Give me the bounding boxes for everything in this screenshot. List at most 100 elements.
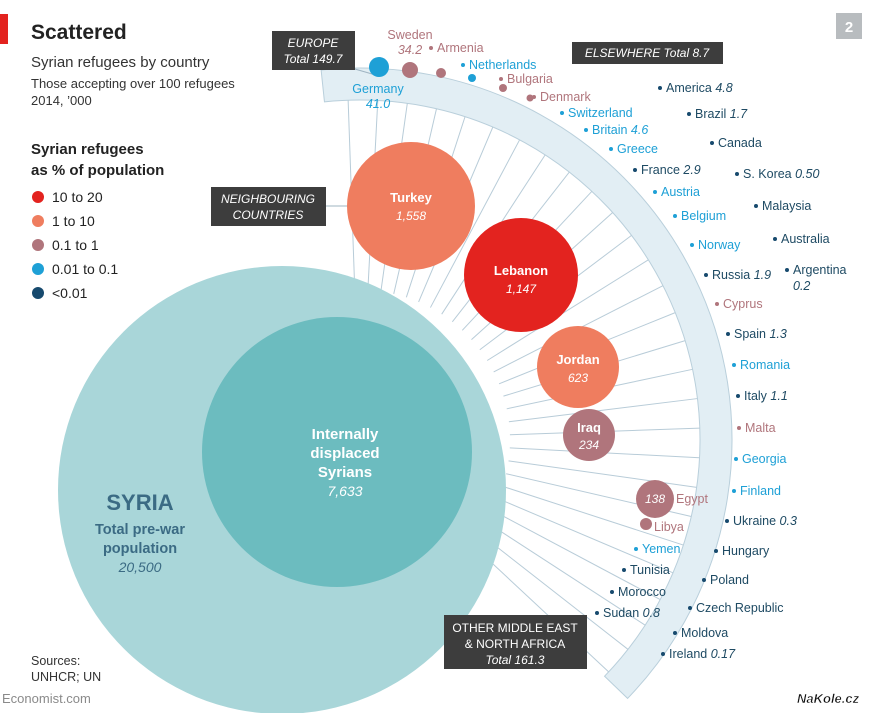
country-label-cyprus: Cyprus [723, 297, 763, 311]
legend-label: <0.01 [52, 285, 88, 301]
country-label-sudan: Sudan 0.8 [603, 606, 660, 620]
page-badge [836, 13, 862, 39]
country-dot [726, 332, 730, 336]
country-label-belgium: Belgium [681, 209, 726, 223]
country-label-netherlands: Netherlands [469, 58, 536, 72]
chart-subtitle: Syrian refugees by country [31, 54, 210, 71]
country-dot [715, 302, 719, 306]
iraq-value: 234 [578, 438, 599, 452]
country-label-egypt: Egypt [676, 492, 708, 506]
country-label-morocco: Morocco [618, 585, 666, 599]
country-labels: GermanySwedenArmeniaNetherlandsBulgariaD… [352, 28, 846, 661]
country-label-armenia: Armenia [437, 41, 484, 55]
country-label-austria: Austria [661, 185, 700, 199]
country-label-canada: Canada [718, 136, 762, 150]
country-dot [732, 489, 736, 493]
sources-line1: Sources: [31, 654, 80, 668]
legend-label: 10 to 20 [52, 189, 103, 205]
neighbouring-line1: NEIGHBOURING [221, 192, 315, 206]
country-label-spain: Spain 1.3 [734, 327, 787, 341]
mena-box [444, 615, 587, 669]
country-dot [702, 578, 706, 582]
mena-line2: & NORTH AFRICA [465, 637, 565, 651]
jordan-name: Jordan [556, 352, 599, 367]
chart-subtitle-3: 2014, ’000 [31, 93, 92, 108]
bubble-lebanon [464, 218, 578, 332]
egypt-value: 138 [645, 492, 665, 506]
country-label-s-korea: S. Korea 0.50 [743, 167, 819, 181]
legend-title-2: as % of population [31, 162, 164, 179]
country-label-britain: Britain 4.6 [592, 123, 648, 137]
country-dot [673, 631, 677, 635]
country-dot [609, 147, 613, 151]
country-dot [785, 268, 789, 272]
legend-swatch [32, 191, 44, 203]
country-label-czech-republic: Czech Republic [696, 601, 784, 615]
legend-swatch [32, 263, 44, 275]
country-label-russia: Russia 1.9 [712, 268, 771, 282]
country-dot [658, 86, 662, 90]
country-label-malaysia: Malaysia [762, 199, 811, 213]
country-label-argentina: Argentina [793, 263, 847, 277]
country-label-hungary: Hungary [722, 544, 770, 558]
country-dot [429, 46, 433, 50]
chart-title: Scattered [31, 21, 127, 44]
idp-line1: Internally [312, 426, 379, 443]
country-dot [734, 457, 738, 461]
fan-ray [485, 521, 646, 626]
country-dot [736, 394, 740, 398]
iraq-name: Iraq [577, 420, 601, 435]
country-label-finland: Finland [740, 484, 781, 498]
country-label-france: France 2.9 [641, 163, 701, 177]
turkey-value: 1,558 [396, 209, 426, 223]
bubble-netherlands [468, 74, 476, 82]
country-label-ukraine: Ukraine 0.3 [733, 514, 797, 528]
country-label-denmark: Denmark [540, 90, 591, 104]
country-label-poland: Poland [710, 573, 749, 587]
country-dot [754, 204, 758, 208]
country-dot [725, 519, 729, 523]
chart-subtitle-2: Those accepting over 100 refugees [31, 76, 235, 91]
country-dot [673, 214, 677, 218]
mena-total: Total 161.3 [486, 653, 545, 667]
country-dot [461, 63, 465, 67]
lebanon-value: 1,147 [506, 282, 537, 296]
fan-ray [497, 498, 674, 574]
bubble-armenia [436, 68, 446, 78]
country-dot [499, 77, 503, 81]
legend-label: 1 to 10 [52, 213, 95, 229]
country-label-italy: Italy 1.1 [744, 389, 788, 403]
syria-pop-line1: Total pre-war [95, 522, 185, 538]
fan-ray [429, 139, 521, 308]
header-accent-bar [0, 14, 8, 44]
bubble-denmark [526, 94, 534, 102]
fan-ray [486, 259, 649, 361]
country-dot [688, 606, 692, 610]
europe-name: EUROPE [288, 36, 340, 50]
idp-line3: Syrians [318, 464, 372, 481]
bubble-iraq [563, 409, 615, 461]
country-dot [735, 172, 739, 176]
legend-swatch [32, 287, 44, 299]
fan-ray [492, 509, 661, 601]
country-dot [737, 426, 741, 430]
mena-line1: OTHER MIDDLE EAST [452, 621, 578, 635]
country-label-norway: Norway [698, 238, 741, 252]
europe-total: Total 149.7 [284, 52, 344, 66]
fan-ray [508, 398, 698, 423]
elsewhere-box [572, 42, 723, 64]
fan-ray [502, 485, 684, 546]
country-dot [714, 549, 718, 553]
country-label-brazil: Brazil 1.7 [695, 107, 748, 121]
jordan-value: 623 [568, 371, 588, 385]
country-label-tunisia: Tunisia [630, 563, 670, 577]
country-label-malta: Malta [745, 421, 776, 435]
fan-band [320, 67, 733, 700]
country-dot [610, 590, 614, 594]
bubble-libya [640, 518, 652, 530]
turkey-name: Turkey [390, 190, 432, 205]
legend: 10 to 201 to 100.1 to 10.01 to 0.1<0.01 [32, 189, 118, 301]
fan-ray [477, 531, 629, 650]
legend-label: 0.1 to 1 [52, 237, 99, 253]
